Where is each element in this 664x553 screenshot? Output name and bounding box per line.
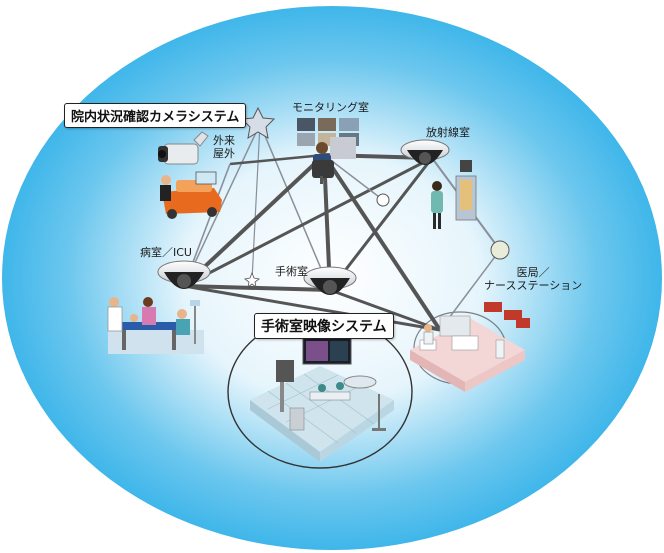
label-medical-office-line2: ナースステーション: [484, 279, 583, 292]
label-medical-office-line1: 医局／: [516, 266, 550, 279]
label-ward-icu: 病室／ICU: [140, 246, 192, 259]
camera-system-title: 院内状況確認カメラシステム: [64, 103, 247, 128]
outdoor-scene: [160, 171, 222, 219]
operating-room-scene: [250, 337, 394, 462]
nurse-station-scene: [410, 302, 530, 392]
or-video-system-title: 手術室映像システム: [254, 313, 394, 339]
label-monitoring-room: モニタリング室: [292, 101, 369, 114]
label-outpatient: 外来 屋外: [213, 134, 235, 160]
label-radiology: 放射線室: [426, 126, 470, 139]
hub-node-large: [490, 240, 510, 260]
label-outpatient-line1: 外来: [213, 134, 235, 147]
ward-icu: [107, 260, 211, 354]
label-operating-room: 手術室: [275, 265, 308, 278]
star-marker-small: [244, 271, 260, 288]
bullet-camera: [158, 131, 209, 165]
label-outpatient-line2: 屋外: [213, 147, 235, 160]
monitoring-room: [297, 118, 359, 184]
dome-camera-or: [303, 266, 357, 295]
dome-camera-ward: [157, 260, 211, 289]
radiology-room: [400, 139, 477, 229]
dome-camera-radiology: [400, 139, 450, 165]
label-medical-office: 医局／ ナースステーション: [484, 266, 582, 292]
hub-node: [376, 193, 390, 207]
